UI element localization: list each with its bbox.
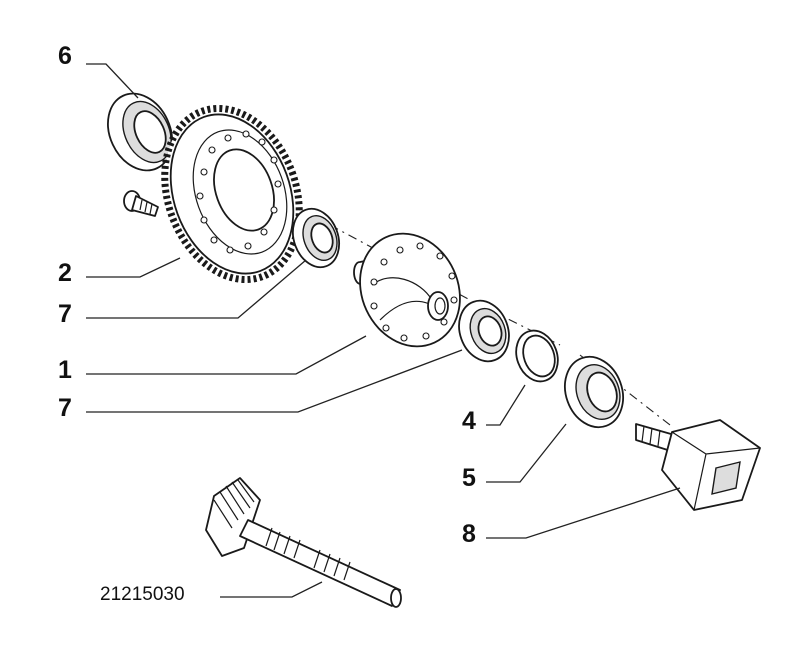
part-7-lower-bearing	[458, 299, 510, 363]
part-1-differential-housing	[353, 232, 461, 348]
part-6-seal	[107, 92, 173, 172]
callout-8: 8	[462, 520, 476, 548]
callout-6: 6	[58, 42, 72, 70]
bolt	[123, 190, 159, 217]
part-5-oil-seal	[564, 355, 624, 429]
callout-1: 1	[58, 356, 72, 384]
callout-2: 2	[58, 259, 72, 287]
callout-7-lower: 7	[58, 394, 72, 422]
part-number-label: 21215030	[100, 584, 185, 605]
part-7-upper-bearing	[292, 207, 340, 269]
part-8-output-joint	[635, 419, 761, 511]
part-4-ring	[515, 329, 559, 383]
pinion-shaft	[205, 477, 402, 608]
callout-5: 5	[462, 464, 476, 492]
callout-4: 4	[462, 407, 476, 435]
leader-lines	[86, 63, 681, 598]
part-2-ring-gear	[161, 104, 303, 284]
callout-7-upper: 7	[58, 300, 72, 328]
